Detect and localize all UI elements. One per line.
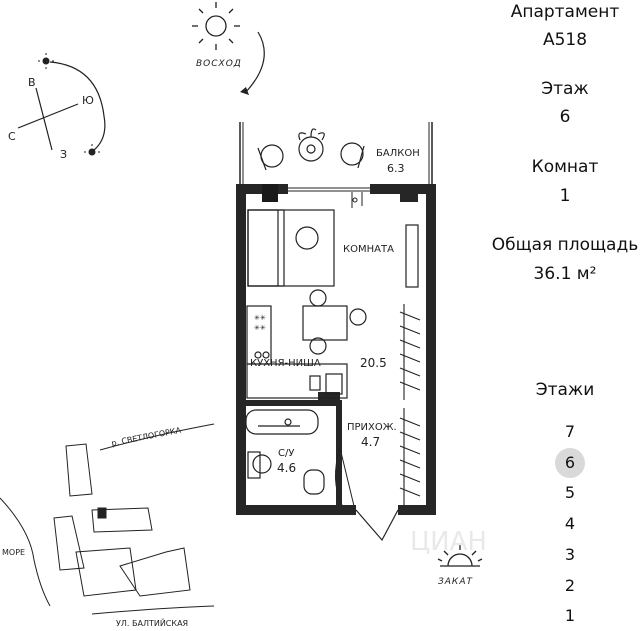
apartment-value: A518 bbox=[542, 30, 588, 50]
room-label: КОМНАТА bbox=[343, 244, 394, 255]
watermark: ЦИАН bbox=[410, 527, 487, 557]
floor-7[interactable]: 7 bbox=[564, 422, 576, 441]
floor-label: Этаж bbox=[541, 79, 589, 99]
compass-east: Ю bbox=[82, 94, 94, 107]
sun-small-icon bbox=[38, 53, 54, 69]
sea-label: МОРЕ bbox=[2, 548, 25, 557]
area-value: 36.1 м² bbox=[533, 264, 597, 284]
wardrobe bbox=[399, 304, 421, 505]
floor-2[interactable]: 2 bbox=[564, 576, 576, 595]
bath-label: С/У bbox=[278, 448, 294, 459]
sunrise-label: ВОСХОД bbox=[196, 59, 242, 69]
compass bbox=[17, 61, 106, 151]
floors-title: Этажи bbox=[535, 380, 595, 400]
balcony-label: БАЛКОН bbox=[376, 148, 420, 159]
sunrise-arrow bbox=[245, 31, 265, 93]
compass-south: З bbox=[60, 148, 67, 161]
river-label: р. СВЕТЛОГОРКА bbox=[111, 426, 183, 448]
sunset-icon bbox=[437, 545, 483, 567]
kitchen-area: 20.5 bbox=[360, 356, 387, 370]
floor-6[interactable]: 6 bbox=[546, 448, 594, 478]
stove-icon: ✳✳ ✳✳ bbox=[254, 314, 266, 332]
balcony bbox=[239, 122, 433, 186]
svg-text:✳✳: ✳✳ bbox=[254, 324, 266, 332]
rooms-label: Комнат bbox=[531, 157, 599, 177]
hall-area: 4.7 bbox=[361, 435, 380, 449]
entrance-door bbox=[355, 509, 399, 542]
hall-label: ПРИХОЖ. bbox=[347, 422, 397, 433]
floor-1[interactable]: 1 bbox=[564, 606, 576, 625]
room-furniture bbox=[246, 209, 419, 399]
sunrise-icon bbox=[192, 2, 240, 50]
bath-area: 4.6 bbox=[277, 461, 296, 475]
area-label: Общая площадь bbox=[491, 235, 639, 255]
compass-north: В bbox=[28, 76, 36, 89]
balcony-area: 6.3 bbox=[387, 162, 405, 175]
compass-west: С bbox=[8, 130, 16, 143]
sunset-label: ЗАКАТ bbox=[438, 577, 473, 587]
svg-text:✳✳: ✳✳ bbox=[254, 314, 266, 322]
apartment-label: Апартамент bbox=[510, 2, 620, 22]
kitchen-label: КУХНЯ-НИША bbox=[250, 358, 321, 369]
sunset-small-icon bbox=[84, 144, 100, 156]
floor-value: 6 bbox=[559, 107, 571, 127]
rooms-value: 1 bbox=[559, 186, 571, 206]
bathroom-fixtures bbox=[245, 409, 325, 495]
floor-3[interactable]: 3 bbox=[564, 545, 576, 564]
location-map bbox=[0, 423, 215, 615]
street-label: УЛ. БАЛТИЙСКАЯ bbox=[116, 617, 188, 628]
active-floor-marker bbox=[555, 448, 585, 478]
floor-4[interactable]: 4 bbox=[564, 514, 576, 533]
floor-5[interactable]: 5 bbox=[564, 483, 576, 502]
